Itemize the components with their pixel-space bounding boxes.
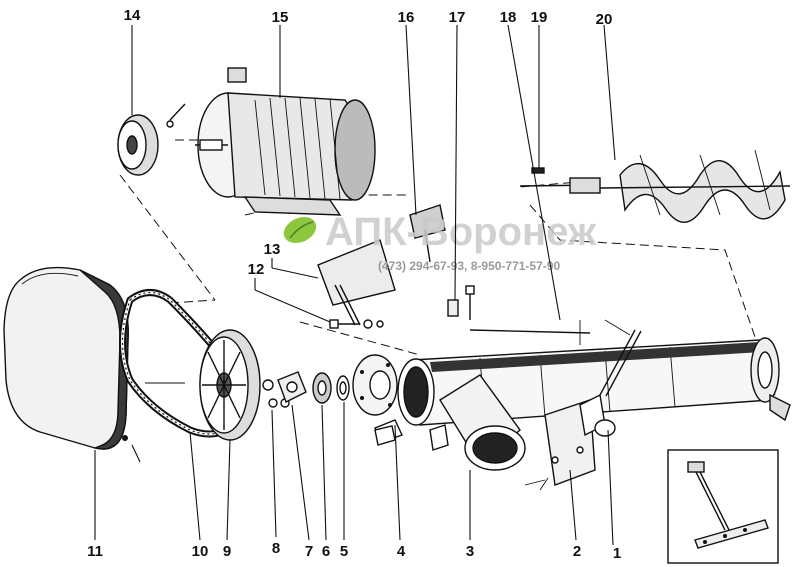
bolt-17 xyxy=(447,285,475,320)
inset-detail-frame xyxy=(667,449,779,564)
callout-12: 12 xyxy=(248,261,265,278)
watermark-brand: АПК-Воронеж xyxy=(325,210,597,254)
callout-9: 9 xyxy=(223,543,231,560)
callout-13: 13 xyxy=(264,241,281,258)
spacer-ring-5 xyxy=(336,375,350,401)
callout-11: 11 xyxy=(87,543,103,560)
callout-5: 5 xyxy=(340,543,348,560)
outlet-spout-3 xyxy=(374,374,526,471)
callout-18: 18 xyxy=(500,9,517,26)
auger-screw-20 xyxy=(519,149,791,223)
callout-14: 14 xyxy=(124,7,141,24)
callout-15: 15 xyxy=(272,9,289,26)
callout-20: 20 xyxy=(596,11,613,28)
callout-2: 2 xyxy=(573,543,581,560)
electric-motor-15 xyxy=(195,67,376,216)
callout-6: 6 xyxy=(322,543,330,560)
motor-pulley-14 xyxy=(117,103,186,176)
callout-4: 4 xyxy=(397,543,406,560)
callout-8: 8 xyxy=(272,540,280,557)
callout-7: 7 xyxy=(305,543,313,560)
callout-17: 17 xyxy=(449,9,466,26)
callout-10: 10 xyxy=(192,543,209,560)
watermark: АПК-Воронеж (473) 294-67-93, 8-950-771-5… xyxy=(283,210,597,273)
callout-1: 1 xyxy=(613,545,621,562)
fasteners-8 xyxy=(262,379,290,408)
callout-19: 19 xyxy=(531,9,548,26)
callout-labels: 1 2 3 4 5 6 7 8 9 10 11 12 13 14 15 16 1… xyxy=(87,7,621,562)
belt-guard-11 xyxy=(3,266,141,463)
leaf-logo-icon xyxy=(283,216,317,244)
key-19 xyxy=(531,167,545,174)
watermark-phones: (473) 294-67-93, 8-950-771-57-90 xyxy=(378,259,560,273)
bearing-6 xyxy=(312,372,332,404)
tie-rod-18 xyxy=(469,319,631,345)
bearing-housing-7 xyxy=(277,371,307,403)
motor-mount-13 xyxy=(334,284,361,326)
tension-bolt-12 xyxy=(329,319,384,329)
support-bracket-2 xyxy=(524,393,616,491)
leader-lines xyxy=(94,24,616,546)
callout-16: 16 xyxy=(398,9,415,26)
driven-pulley-9 xyxy=(145,329,261,441)
callout-3: 3 xyxy=(466,543,474,560)
